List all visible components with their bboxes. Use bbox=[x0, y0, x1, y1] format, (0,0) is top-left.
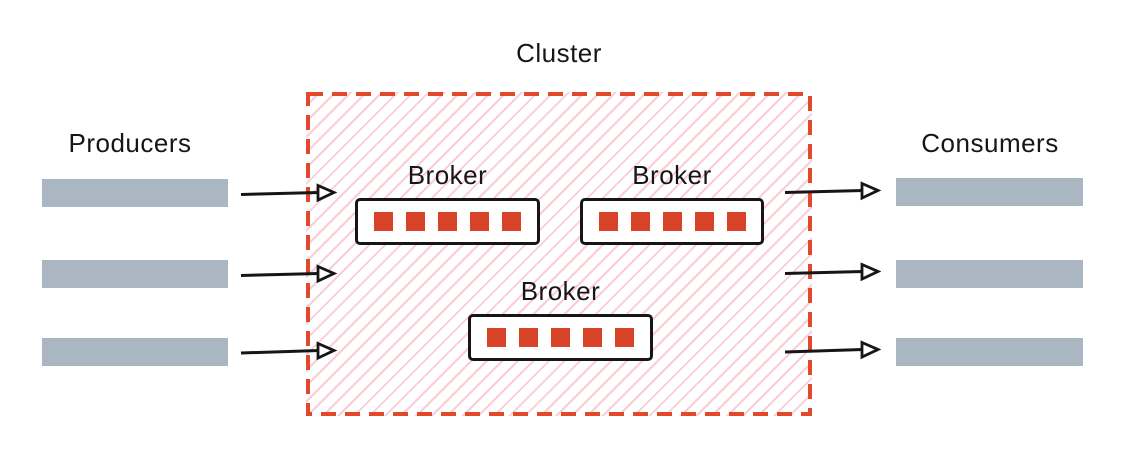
partition-square bbox=[502, 212, 521, 231]
broker-group: Broker bbox=[468, 276, 653, 361]
partition-square bbox=[406, 212, 425, 231]
partition-square bbox=[470, 212, 489, 231]
partition-square bbox=[615, 328, 634, 347]
consumer-bar bbox=[896, 338, 1083, 366]
partition-square bbox=[694, 212, 714, 231]
consumer-bar bbox=[896, 260, 1083, 288]
partition-square bbox=[519, 328, 538, 347]
broker-box bbox=[468, 314, 653, 361]
arrow-right-icon bbox=[784, 340, 881, 360]
broker-label: Broker bbox=[407, 160, 488, 190]
broker-label: Broker bbox=[632, 160, 712, 190]
partition-square bbox=[662, 212, 682, 231]
partition-square bbox=[551, 328, 570, 347]
arrow-right-icon bbox=[240, 183, 337, 203]
partition-square bbox=[374, 212, 393, 231]
broker-box bbox=[580, 198, 764, 245]
producers-label: Producers bbox=[68, 128, 192, 158]
producer-bar bbox=[42, 338, 228, 366]
partition-square bbox=[583, 328, 602, 347]
arrow-right-icon bbox=[784, 262, 881, 282]
producer-bar bbox=[42, 260, 228, 288]
partition-square bbox=[598, 212, 618, 231]
arrow-right-icon bbox=[784, 181, 881, 201]
broker-group: Broker bbox=[355, 160, 540, 245]
partition-square bbox=[438, 212, 457, 231]
consumers-label: Consumers bbox=[921, 128, 1059, 158]
broker-box bbox=[355, 198, 540, 245]
partition-square bbox=[487, 328, 506, 347]
partition-square bbox=[630, 212, 650, 231]
arrow-right-icon bbox=[240, 341, 337, 361]
broker-group: Broker bbox=[580, 160, 764, 245]
broker-label: Broker bbox=[520, 276, 601, 306]
arrow-right-icon bbox=[240, 264, 337, 284]
cluster-dashed-border bbox=[306, 92, 812, 416]
partition-square bbox=[726, 212, 746, 231]
cluster-box bbox=[306, 92, 812, 416]
consumer-bar bbox=[896, 178, 1083, 206]
producer-bar bbox=[42, 179, 228, 207]
cluster-title: Cluster bbox=[516, 38, 602, 68]
